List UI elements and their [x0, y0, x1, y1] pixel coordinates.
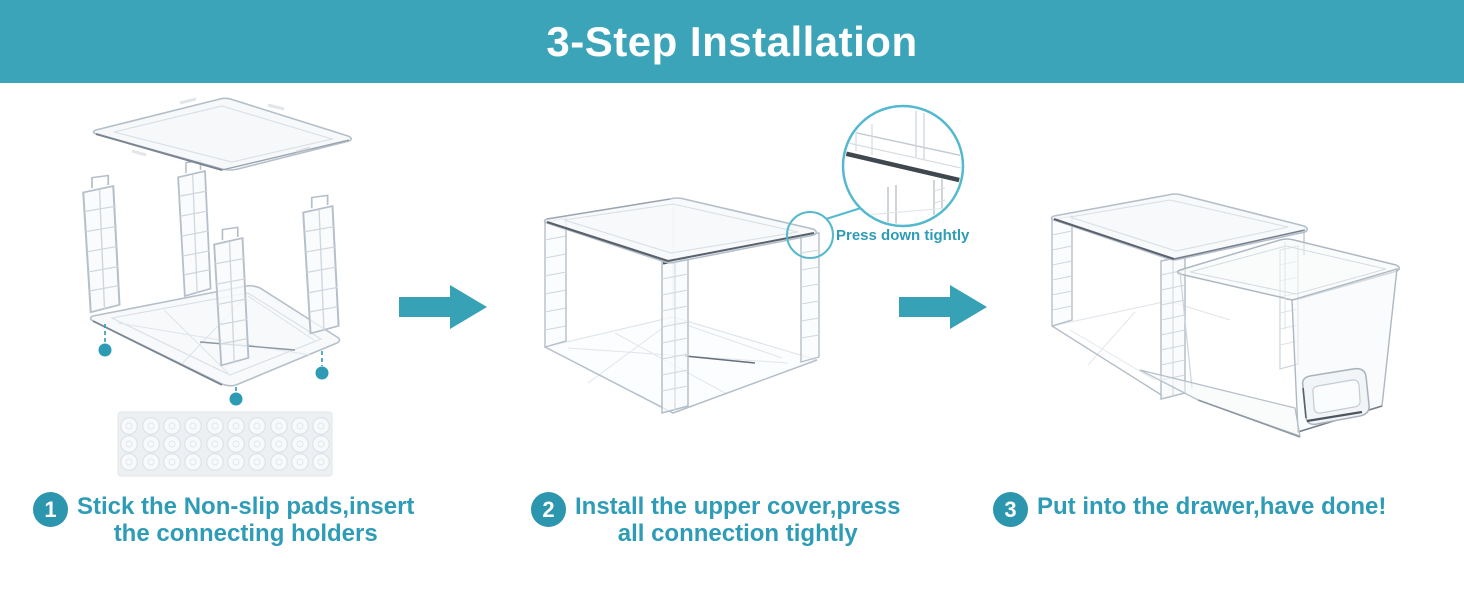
step2-badge: 2 — [531, 492, 566, 527]
arrow-right-icon — [399, 285, 487, 329]
non-slip-pads-sheet — [117, 411, 333, 477]
step1-exploded-illustration — [82, 97, 353, 477]
step3-caption-line1: Put into the drawer,have done! — [1037, 493, 1387, 520]
step1-caption-line1: Stick the Non-slip pads,insert — [77, 493, 415, 520]
page-title: 3-Step Installation — [546, 17, 918, 65]
step2-caption-line1: Install the upper cover,press — [575, 493, 901, 520]
step1-caption: 1 Stick the Non-slip pads,insert the con… — [33, 490, 414, 547]
step2-assembled-illustration — [543, 104, 965, 414]
step3-caption: 3 Put into the drawer,have done! — [993, 490, 1386, 527]
step1-caption-text: Stick the Non-slip pads,insert the conne… — [77, 493, 414, 547]
step1-caption-line2: the connecting holders — [113, 520, 378, 547]
base-tray — [89, 284, 341, 387]
step2-caption-text: Install the upper cover,press all connec… — [575, 493, 900, 547]
step3-badge: 3 — [993, 492, 1028, 527]
magnifier — [786, 104, 965, 259]
arrow-right-icon — [899, 285, 987, 329]
drawer-handle — [1301, 367, 1370, 426]
top-cover — [92, 97, 353, 171]
step2-caption-line2: all connection tightly — [617, 520, 858, 547]
assembled-box — [543, 197, 820, 414]
header-banner: 3-Step Installation — [0, 0, 1464, 83]
frame-box — [1050, 193, 1309, 400]
drawer — [1139, 238, 1400, 438]
pad-position-markers — [98, 324, 329, 406]
step1-badge: 1 — [33, 492, 68, 527]
step3-caption-text: Put into the drawer,have done! — [1037, 493, 1386, 520]
magnifier-target-circle — [786, 211, 834, 259]
press-down-callout-label: Press down tightly — [836, 227, 970, 244]
step2-caption: 2 Install the upper cover,press all conn… — [531, 490, 900, 547]
step3-drawer-illustration — [1050, 193, 1400, 438]
